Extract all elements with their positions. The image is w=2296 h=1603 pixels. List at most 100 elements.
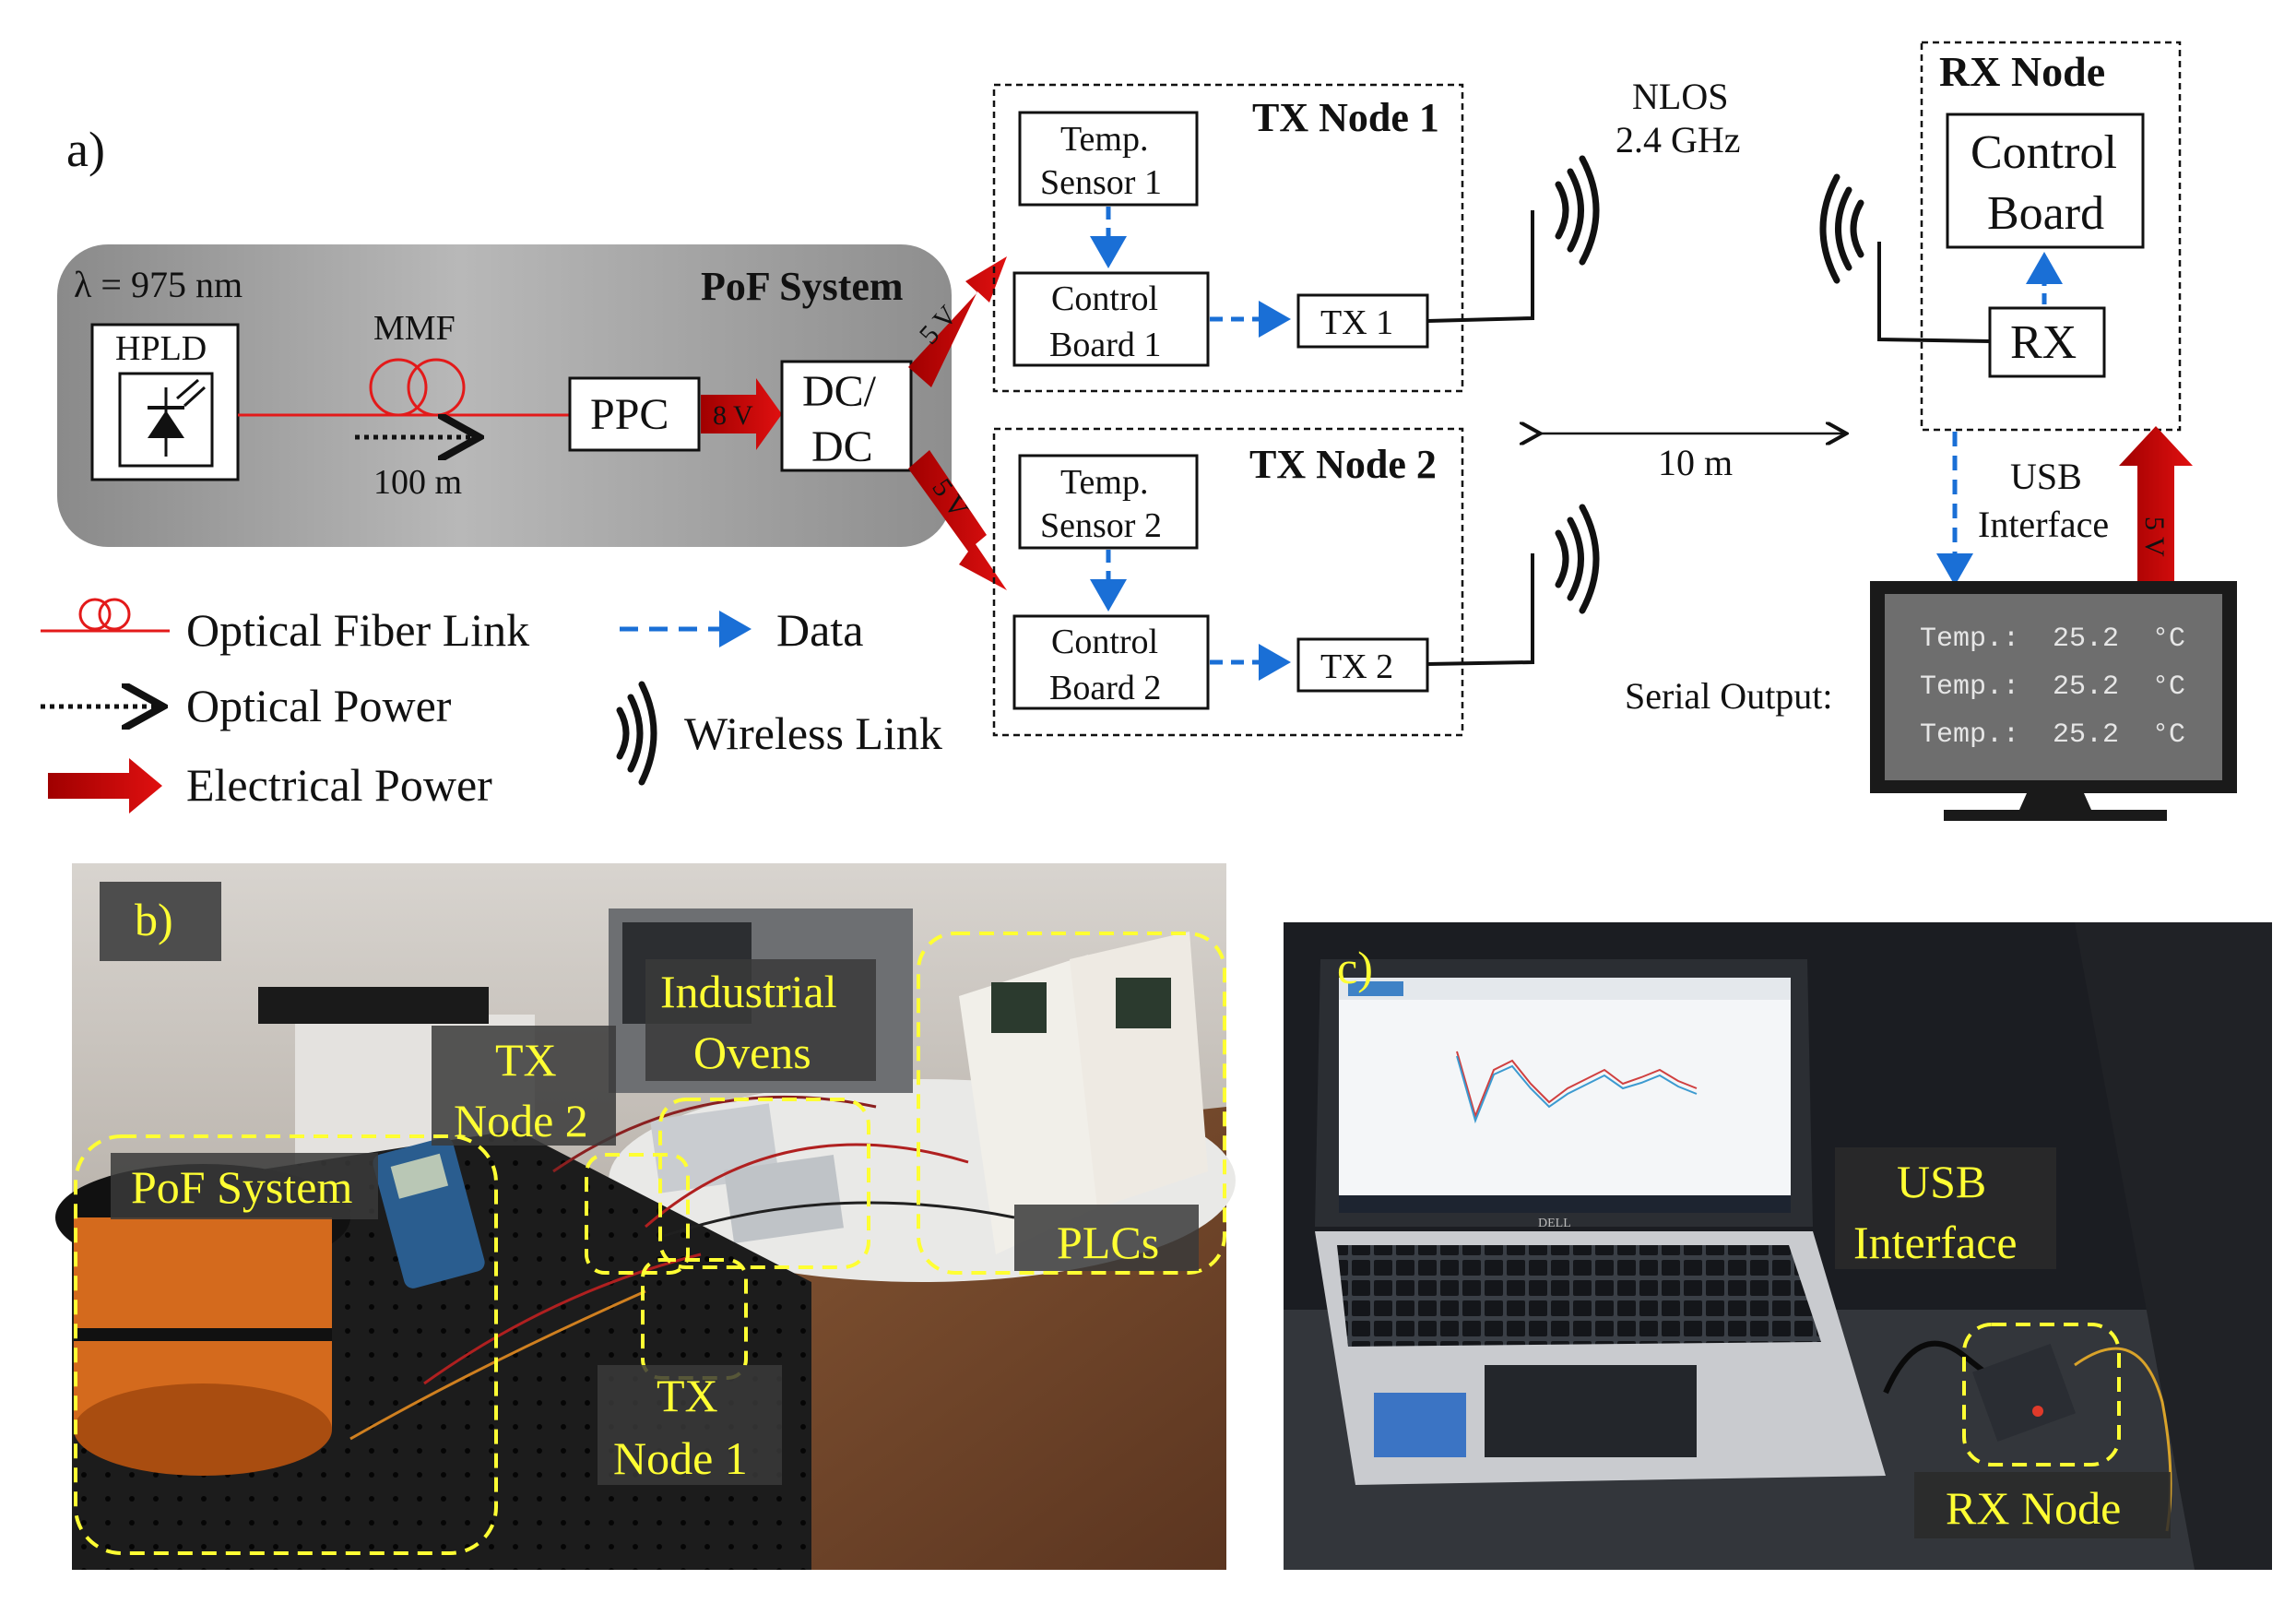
tx-node-1-frame [992, 83, 1464, 393]
dcdc-label-line1: DC/ [802, 367, 877, 416]
control-board-1-box [1012, 271, 1210, 367]
antenna-rx [1877, 242, 1991, 343]
plc-module-1 [991, 982, 1047, 1033]
rx-node-frame [1920, 41, 2182, 432]
cabinet-top-board [258, 987, 489, 1024]
laptop-brand: DELL [1538, 1217, 1571, 1230]
panel-a: a) λ = 975 nm PoF System HPLD MMF [41, 41, 2237, 821]
wireless-icon-tx1 [1555, 155, 1600, 266]
monitor-stand [1944, 793, 2167, 821]
pof-system-region [74, 1134, 498, 1555]
rx-control-board-line1: Control [1971, 126, 2117, 179]
temp-sensor-2-line1: Temp. [1060, 463, 1148, 502]
laptop-sticker [1374, 1393, 1466, 1457]
screen-plot-line [1456, 1051, 1698, 1120]
power-arrow-5v-rx [2119, 426, 2193, 590]
temp-sensor-2-line2: Sensor 2 [1040, 506, 1162, 545]
fiber-legend-icon [41, 598, 170, 633]
screen-taskbar [1339, 1195, 1791, 1213]
ppc-label: PPC [590, 390, 669, 439]
tx-node-1-title: TX Node 1 [1252, 95, 1439, 140]
serial-line-3: Temp.: 25.2 °C [1920, 719, 2185, 751]
pof-system-photo-label: PoF System [131, 1161, 352, 1213]
tx-node-2-frame [992, 427, 1464, 737]
control-board-2-box [1012, 614, 1210, 710]
control-board-1-line1: Control [1051, 279, 1158, 318]
tx-node-1-label-line1: TX [657, 1370, 718, 1421]
pof-system-title: PoF System [701, 264, 904, 309]
power-arrow-5v-up [908, 256, 1007, 387]
rx-control-board-line2: Board [1987, 187, 2104, 240]
serial-line-1: Temp.: 25.2 °C [1920, 623, 2185, 655]
fiber-coil-icon [369, 358, 466, 417]
fiber-length-label: 100 m [373, 463, 462, 502]
ovens-region [658, 1098, 870, 1269]
panel-b-label: b) [135, 894, 173, 945]
power-arrow-8v [701, 378, 782, 450]
oven-2 [724, 1155, 844, 1243]
panel-c-label: c) [1337, 942, 1373, 993]
tx-node-1: TX Node 1 Temp. Sensor 1 Control Board 1… [992, 83, 1534, 393]
laptop-touchpad [1485, 1365, 1697, 1457]
panel-b-label-bg [100, 882, 221, 961]
tx-node-1-region [641, 1258, 748, 1380]
usb-label-line2: Interface [1978, 504, 2109, 545]
plc-board-2 [1070, 932, 1208, 1208]
monitor-screen [1885, 594, 2222, 780]
legend-fiber-label: Optical Fiber Link [186, 604, 529, 656]
tx-node-2-title: TX Node 2 [1249, 442, 1437, 487]
ovens-label-line2: Ovens [693, 1027, 811, 1078]
temp-sensor-1-box [1018, 111, 1199, 207]
temp-sensor-1-line2: Sensor 1 [1040, 163, 1162, 202]
pof-system-background [57, 244, 952, 547]
screen-app-button [1348, 981, 1403, 996]
control-board-2-line2: Board 2 [1049, 669, 1161, 707]
legend-data-label: Data [776, 604, 863, 656]
legend-optical-power-label: Optical Power [186, 680, 452, 731]
pof-system: λ = 975 nm PoF System HPLD MMF 100 m PP [57, 244, 952, 547]
voltage-8v-label: 8 V [713, 400, 753, 431]
plc-module-2 [1116, 978, 1171, 1028]
hpld-label: HPLD [115, 329, 207, 368]
ovens-label-line1: Industrial [660, 966, 837, 1017]
dcdc-box [780, 360, 913, 472]
rx-led [2032, 1406, 2043, 1417]
wavelength-label: λ = 975 nm [74, 264, 243, 305]
distance-label: 10 m [1658, 442, 1733, 483]
rx-node-region [1962, 1323, 2121, 1466]
screen-plot-line-2 [1456, 1055, 1698, 1124]
tx-node-2-label-line1: TX [495, 1034, 557, 1086]
serial-output-label: Serial Output: [1625, 675, 1833, 717]
rx-box [1988, 306, 2106, 378]
tx-1-label: TX 1 [1320, 303, 1393, 342]
tx-2-label: TX 2 [1320, 647, 1393, 686]
frequency-label: 2.4 GHz [1615, 119, 1741, 160]
electrical-power-legend-icon [48, 758, 162, 813]
rx-label: RX [2010, 316, 2077, 369]
screen-toolbar [1339, 978, 1791, 1000]
laptop-keyboard [1337, 1245, 1821, 1347]
laptop: DELL [1315, 959, 1886, 1485]
monitor: Temp.: 25.2 °C Temp.: 25.2 °C Temp.: 25.… [1870, 581, 2237, 821]
tx-node-2-region [585, 1153, 690, 1275]
desk-edge [2075, 922, 2272, 1570]
wireless-icon-rx [1819, 173, 1864, 284]
tx-2-box [1296, 637, 1429, 693]
plcs-label: PLCs [1057, 1217, 1159, 1268]
rx-node: RX Node Control Board RX [1877, 41, 2182, 432]
wireless-legend-icon [616, 681, 657, 786]
pof-system-label-bg [111, 1153, 378, 1219]
tx-node-2-label-line2: Node 2 [454, 1095, 588, 1146]
wireless-icon-tx2 [1555, 504, 1600, 614]
temp-sensor-2-box [1018, 454, 1199, 550]
multimeter-display [390, 1153, 449, 1199]
temp-sensor-1-line1: Temp. [1060, 120, 1148, 159]
usb-label-line1: USB [2010, 456, 2082, 497]
tx-node-1-label-line2: Node 1 [613, 1432, 748, 1484]
panel-a-label: a) [66, 122, 105, 177]
rx-node-photo-label: RX Node [1946, 1482, 2121, 1534]
nlos-label: NLOS [1632, 76, 1728, 117]
rx-control-board-box [1946, 113, 2145, 249]
usb-photo-label-line1: USB [1897, 1156, 1986, 1207]
